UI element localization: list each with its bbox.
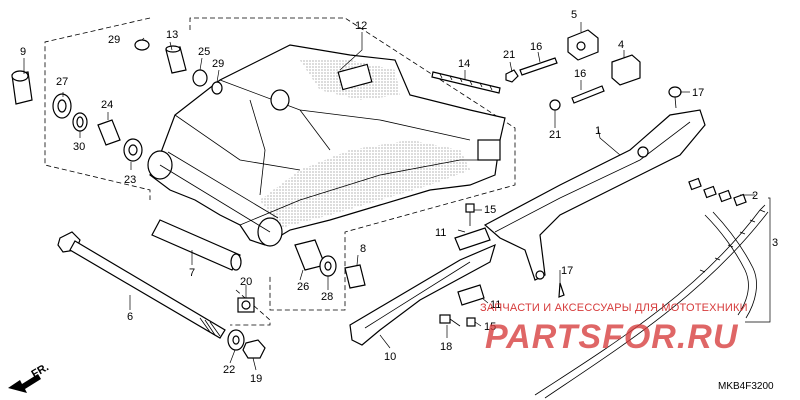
nut-21-lower	[549, 99, 561, 111]
callout-30: 30	[73, 141, 85, 153]
needle-bearing-24	[97, 119, 121, 146]
top-bracket	[337, 63, 373, 91]
callout-2: 2	[752, 190, 758, 202]
front-indicator-label: FR.	[30, 361, 51, 380]
front-direction-arrow: FR.	[8, 361, 51, 393]
screw-17-lower	[558, 282, 565, 298]
protector-14	[431, 71, 501, 94]
rubber-mount-5	[567, 29, 599, 61]
pivot-nut-stack	[227, 297, 266, 359]
bearing-stack-left	[11, 70, 143, 162]
callout-7: 7	[189, 267, 195, 279]
callout-3: 3	[772, 237, 778, 249]
bolt-18	[439, 314, 461, 327]
callout-15-upper: 15	[484, 204, 496, 216]
callout-1: 1	[595, 125, 601, 137]
nut-19	[242, 339, 266, 359]
chain-guide-11-lower	[457, 284, 485, 306]
leader-lines	[23, 22, 771, 371]
callout-17-upper: 17	[692, 87, 704, 99]
swingarm-body	[149, 44, 506, 246]
callout-6: 6	[127, 311, 133, 323]
pivot-collar	[151, 219, 241, 271]
callout-12: 12	[355, 20, 367, 32]
callout-11-upper: 11	[435, 227, 446, 239]
nut-29-side	[211, 81, 223, 95]
swingarm-group-outline	[189, 17, 516, 311]
bolt-16-lower	[571, 85, 605, 104]
watermark-brand: PARTSFOR.RU	[485, 318, 739, 356]
callout-24: 24	[101, 99, 113, 111]
callout-27: 27	[56, 76, 68, 88]
callout-23: 23	[124, 174, 136, 186]
callout-8: 8	[360, 243, 366, 255]
callout-15-lower: 15	[484, 321, 496, 333]
chain-slider-mount	[477, 139, 501, 161]
callout-10: 10	[384, 351, 396, 363]
screw-17-upper	[668, 86, 682, 109]
callout-5: 5	[571, 9, 577, 21]
callout-13: 13	[166, 29, 178, 41]
pivot-bolt	[57, 231, 226, 339]
swingarm	[147, 44, 506, 247]
callout-29-top: 29	[108, 34, 120, 46]
bolt-15-upper	[465, 203, 475, 226]
collar-8	[344, 264, 366, 289]
watermark-tagline: ЗАПЧАСТИ И АКСЕССУАРЫ ДЛЯ МОТОТЕХНИКИ	[480, 302, 748, 314]
nut-29-top	[134, 39, 150, 51]
chain-joint-2	[688, 177, 747, 207]
callout-18: 18	[440, 341, 452, 353]
callout-20: 20	[240, 276, 252, 288]
callout-28: 28	[321, 291, 333, 303]
callout-11-lower: 11	[490, 299, 501, 311]
bearing-25	[192, 69, 208, 87]
bolt-16-upper	[505, 57, 558, 83]
callout-25: 25	[198, 46, 210, 58]
chain-slider	[349, 243, 496, 346]
callout-16-lower: 16	[574, 68, 586, 80]
callout-21-upper: 21	[503, 49, 515, 61]
callout-21-lower: 21	[549, 129, 561, 141]
diagram-code: MKB4F3200	[718, 381, 774, 392]
callout-4: 4	[618, 39, 624, 51]
callout-labels: 1 2 3 4 5 6 7 8 9 10 11 11 12 13 14 15 1…	[20, 9, 778, 385]
bearing-stack-right	[294, 239, 337, 277]
callout-29-side: 29	[212, 58, 224, 70]
rubber-mount-4	[611, 54, 641, 86]
pivot-bolt-shaft	[69, 240, 226, 339]
callout-9: 9	[20, 46, 26, 58]
callout-19: 19	[250, 373, 262, 385]
swingarm-dotted-surface	[260, 140, 470, 228]
drive-chain	[534, 204, 769, 399]
upper-spacer-stack	[134, 39, 223, 95]
shock-mount-boss	[270, 89, 290, 111]
bolt-15-lower	[466, 317, 476, 327]
callout-26: 26	[297, 281, 309, 293]
callout-17-lower: 17	[561, 265, 573, 277]
chain-guide-11-upper	[454, 227, 491, 251]
callout-14: 14	[458, 58, 470, 70]
callout-16-upper: 16	[530, 41, 542, 53]
callout-22: 22	[223, 364, 235, 376]
